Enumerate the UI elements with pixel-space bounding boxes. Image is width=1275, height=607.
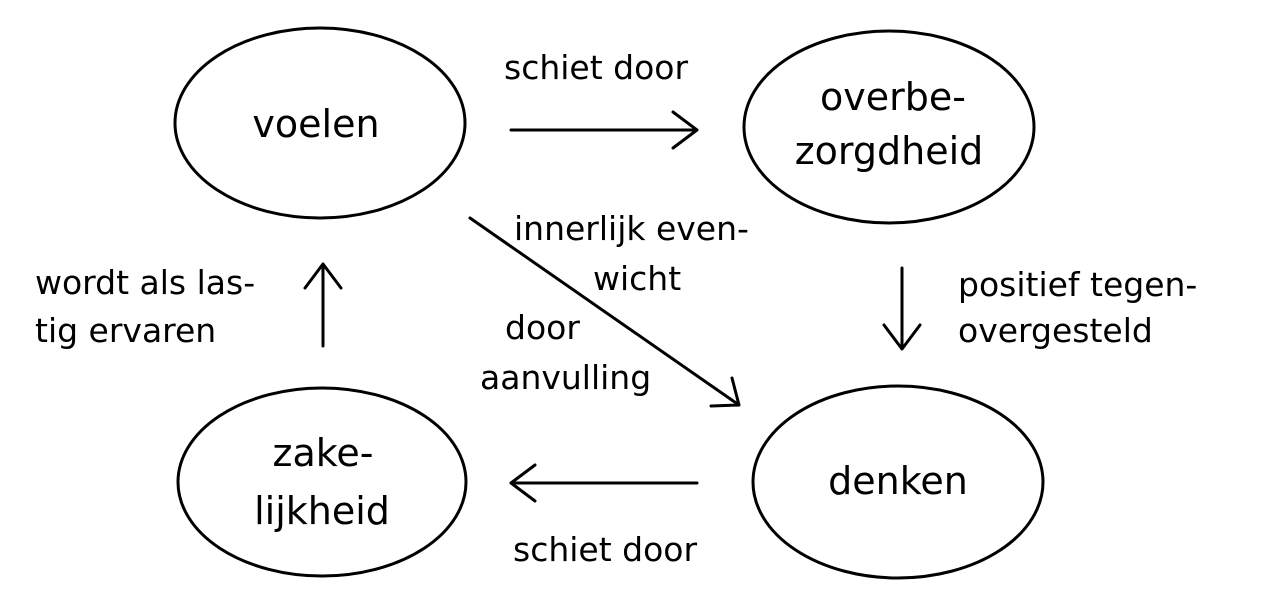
node-zakelijkheid-label-line-2: lijkheid (254, 489, 390, 533)
node-overbezorgdheid-label-line-2: zorgdheid (795, 129, 984, 173)
node-denken-label: denken (828, 459, 968, 503)
edge-voelen-to-denken-label-bottom-line-1: door (505, 308, 580, 347)
edge-voelen-to-denken-label-top-line-2: wicht (593, 259, 681, 298)
node-overbezorgdheid: overbe- zorgdheid (742, 29, 1036, 225)
edge-denken-to-zakelijkheid: schiet door (509, 463, 699, 569)
edge-denken-to-zakelijkheid-label: schiet door (513, 530, 697, 569)
edge-zakelijkheid-to-voelen-label-line-1: wordt als las- (35, 263, 255, 302)
node-voelen-ellipse (173, 26, 467, 220)
edge-overbezorgdheid-to-denken: positief tegen- overgesteld (882, 265, 1197, 351)
edge-voelen-to-denken: innerlijk even- wicht door aanvulling (468, 209, 749, 408)
edge-overbezorgdheid-to-denken-label-line-1: positief tegen- (958, 265, 1197, 304)
node-zakelijkheid-label-line-1: zake- (273, 431, 374, 475)
node-overbezorgdheid-label-line-1: overbe- (820, 75, 966, 119)
edge-voelen-to-overbezorgdheid-label: schiet door (504, 48, 688, 87)
edge-zakelijkheid-to-voelen: wordt als las- tig ervaren (35, 262, 343, 350)
edge-voelen-to-overbezorgdheid: schiet door (504, 48, 699, 150)
edge-zakelijkheid-to-voelen-label-line-2: tig ervaren (35, 311, 216, 350)
arrow-right-icon (509, 110, 699, 150)
arrow-left-icon (509, 463, 699, 503)
arrow-diagonal-icon (468, 216, 741, 408)
node-voelen-label: voelen (252, 102, 379, 146)
node-zakelijkheid-ellipse (176, 386, 468, 578)
node-denken: denken (751, 384, 1045, 580)
edge-voelen-to-denken-label-top-line-1: innerlijk even- (514, 209, 749, 248)
arrow-up-icon (303, 262, 343, 348)
node-voelen: voelen (173, 26, 467, 220)
arrow-down-icon (882, 266, 922, 351)
edge-voelen-to-denken-label-bottom-line-2: aanvulling (480, 358, 651, 397)
node-denken-ellipse (751, 384, 1045, 580)
edge-overbezorgdheid-to-denken-label-line-2: overgesteld (958, 311, 1153, 350)
node-zakelijkheid: zake- lijkheid (176, 386, 468, 578)
node-overbezorgdheid-ellipse (742, 29, 1036, 225)
